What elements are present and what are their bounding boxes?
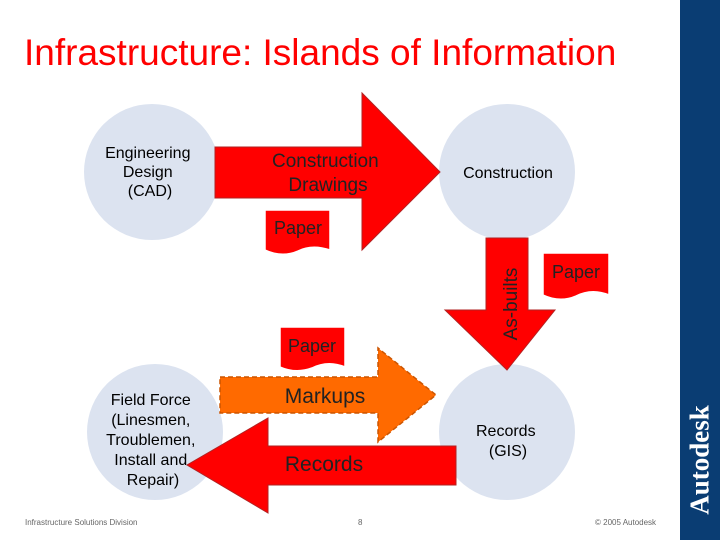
paper-middle-document bbox=[279, 326, 346, 372]
paper-right-document bbox=[542, 252, 610, 300]
footer-division: Infrastructure Solutions Division bbox=[25, 518, 138, 527]
as-builts-arrow bbox=[443, 237, 557, 371]
footer-copyright: © 2005 Autodesk bbox=[595, 518, 657, 527]
records-arrow bbox=[186, 417, 457, 514]
markups-arrow bbox=[219, 346, 438, 444]
records-arrow-label: Records bbox=[285, 453, 363, 476]
records-gis-label: Records (GIS) bbox=[476, 423, 540, 460]
paper-right-label: Paper bbox=[552, 262, 600, 282]
as-builts-label: As-builts bbox=[501, 268, 522, 341]
construction-node bbox=[439, 104, 575, 240]
information-islands-diagram: Engineering Design (CAD) Construction Fi… bbox=[84, 91, 610, 514]
records-gis-node bbox=[439, 364, 575, 500]
engineering-design-node bbox=[84, 104, 220, 240]
construction-drawings-label: Construction Drawings bbox=[272, 151, 384, 196]
paper-top-document bbox=[264, 209, 331, 255]
paper-middle-label: Paper bbox=[288, 336, 336, 356]
slide-title: Infrastructure: Islands of Information bbox=[24, 32, 617, 73]
page-number: 8 bbox=[358, 518, 363, 527]
brand-sidebar: Autodesk bbox=[680, 0, 720, 540]
markups-label: Markups bbox=[285, 385, 366, 408]
construction-drawings-arrow bbox=[214, 91, 441, 252]
construction-label: Construction bbox=[463, 165, 553, 182]
paper-top-label: Paper bbox=[274, 218, 322, 238]
field-force-label: Field Force (Linesmen, Troublemen, Insta… bbox=[106, 392, 200, 489]
autodesk-logo: Autodesk bbox=[684, 405, 715, 515]
engineering-design-label: Engineering Design (CAD) bbox=[105, 145, 195, 200]
